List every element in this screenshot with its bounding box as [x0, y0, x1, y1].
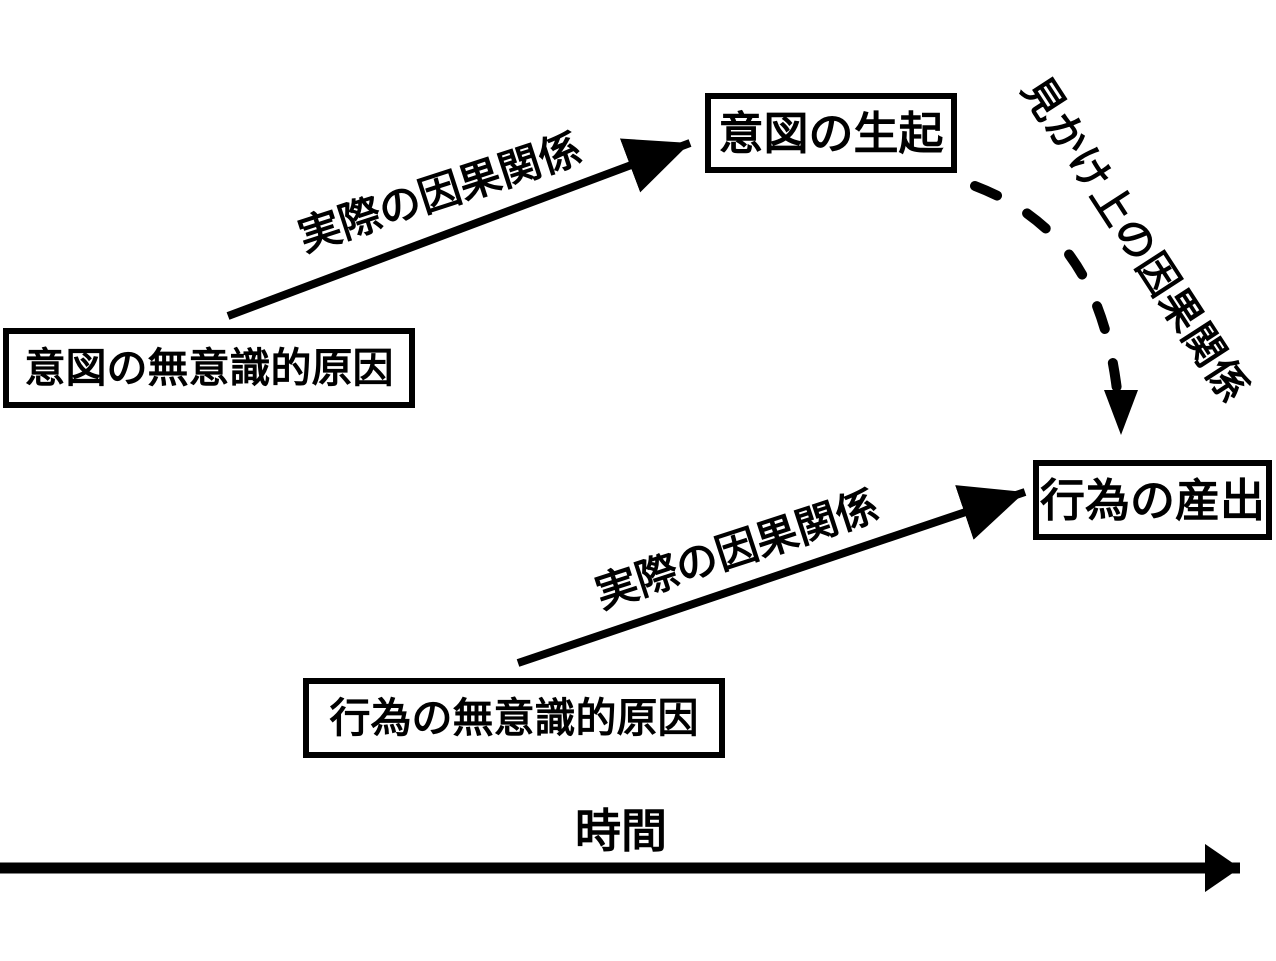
node-intention-emergence-label: 意図の生起 [718, 107, 944, 159]
edge-label-actual-causation-intention: 実際の因果関係 [292, 124, 587, 261]
node-unconscious-cause-of-intention-label: 意図の無意識的原因 [24, 344, 394, 391]
time-axis-label: 時間 [575, 805, 667, 857]
node-action-production: 行為の産出 [1033, 460, 1272, 540]
node-unconscious-cause-of-action: 行為の無意識的原因 [303, 678, 725, 758]
node-unconscious-cause-of-action-label: 行為の無意識的原因 [329, 694, 699, 741]
node-intention-emergence: 意図の生起 [705, 93, 957, 173]
edge-label-actual-causation-action: 実際の因果関係 [589, 481, 884, 618]
edge-label-apparent-causation: 見かけ上の因果関係 [1013, 68, 1258, 411]
node-action-production-label: 行為の産出 [1039, 474, 1265, 526]
apparent-causation-arrowhead-icon [1104, 390, 1138, 435]
node-unconscious-cause-of-intention: 意図の無意識的原因 [3, 328, 415, 408]
